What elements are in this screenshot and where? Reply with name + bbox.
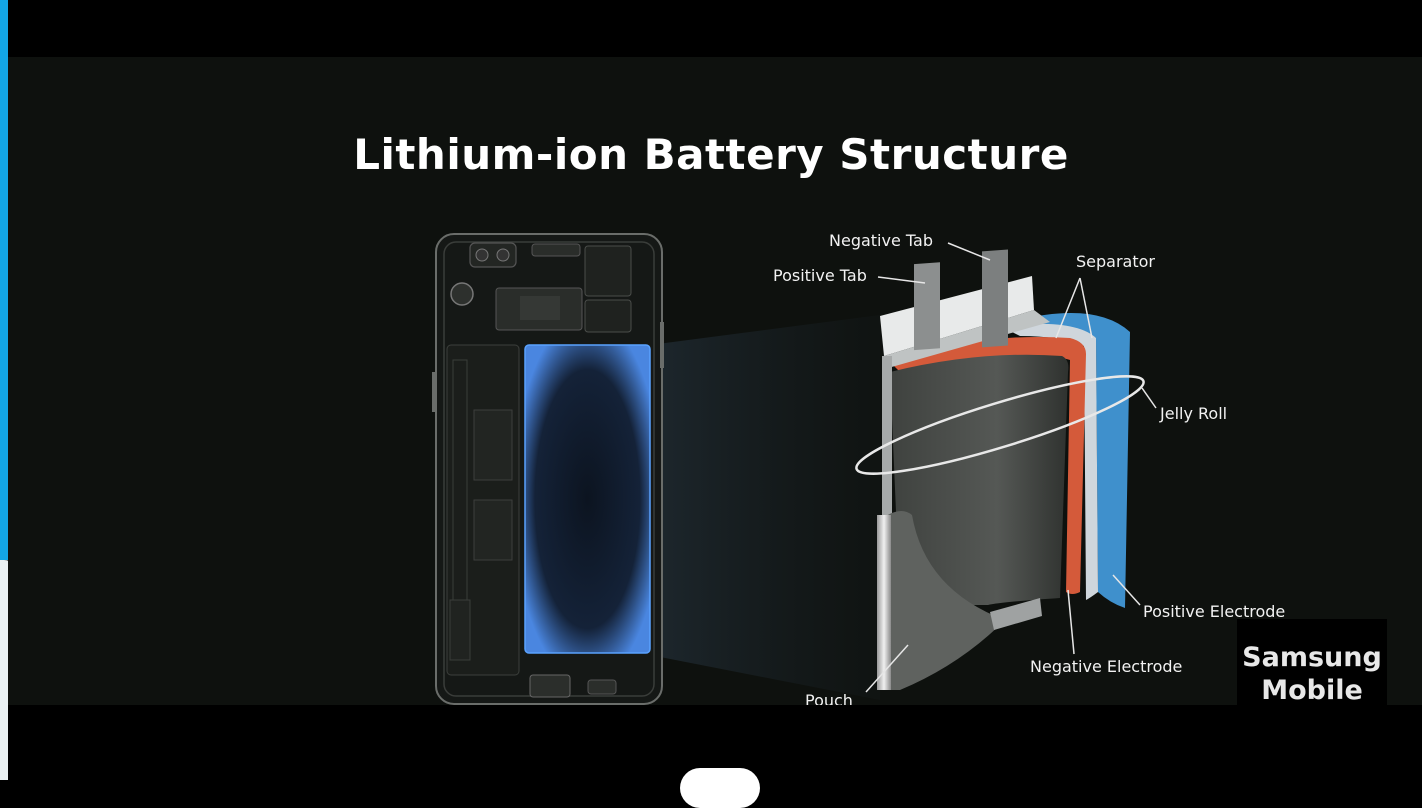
left-accent-bar — [0, 0, 8, 560]
label-positive-electrode: Positive Electrode — [1143, 602, 1285, 621]
phone-battery-glow — [524, 344, 651, 654]
home-indicator[interactable] — [680, 768, 760, 808]
label-negative-electrode: Negative Electrode — [1030, 657, 1182, 676]
projection-beam — [650, 315, 880, 700]
slide-title: Lithium-ion Battery Structure — [353, 130, 1069, 179]
watermark-line-1: Samsung — [1242, 642, 1382, 673]
watermark-line-2: Mobile — [1261, 675, 1363, 706]
label-separator: Separator — [1076, 252, 1155, 271]
video-letterbox-bottom — [8, 705, 1422, 780]
battery-diagram: Negative Tab Positive Tab Separator Jell… — [432, 231, 1285, 710]
samsung-mobile-watermark: Samsung Mobile — [1237, 619, 1387, 729]
battery-cell-cutaway — [855, 249, 1145, 690]
label-jelly-roll: Jelly Roll — [1159, 404, 1227, 423]
label-negative-tab: Negative Tab — [829, 231, 933, 250]
leader-lines — [865, 242, 1157, 693]
video-letterbox-top — [8, 0, 1422, 57]
label-positive-tab: Positive Tab — [773, 266, 867, 285]
